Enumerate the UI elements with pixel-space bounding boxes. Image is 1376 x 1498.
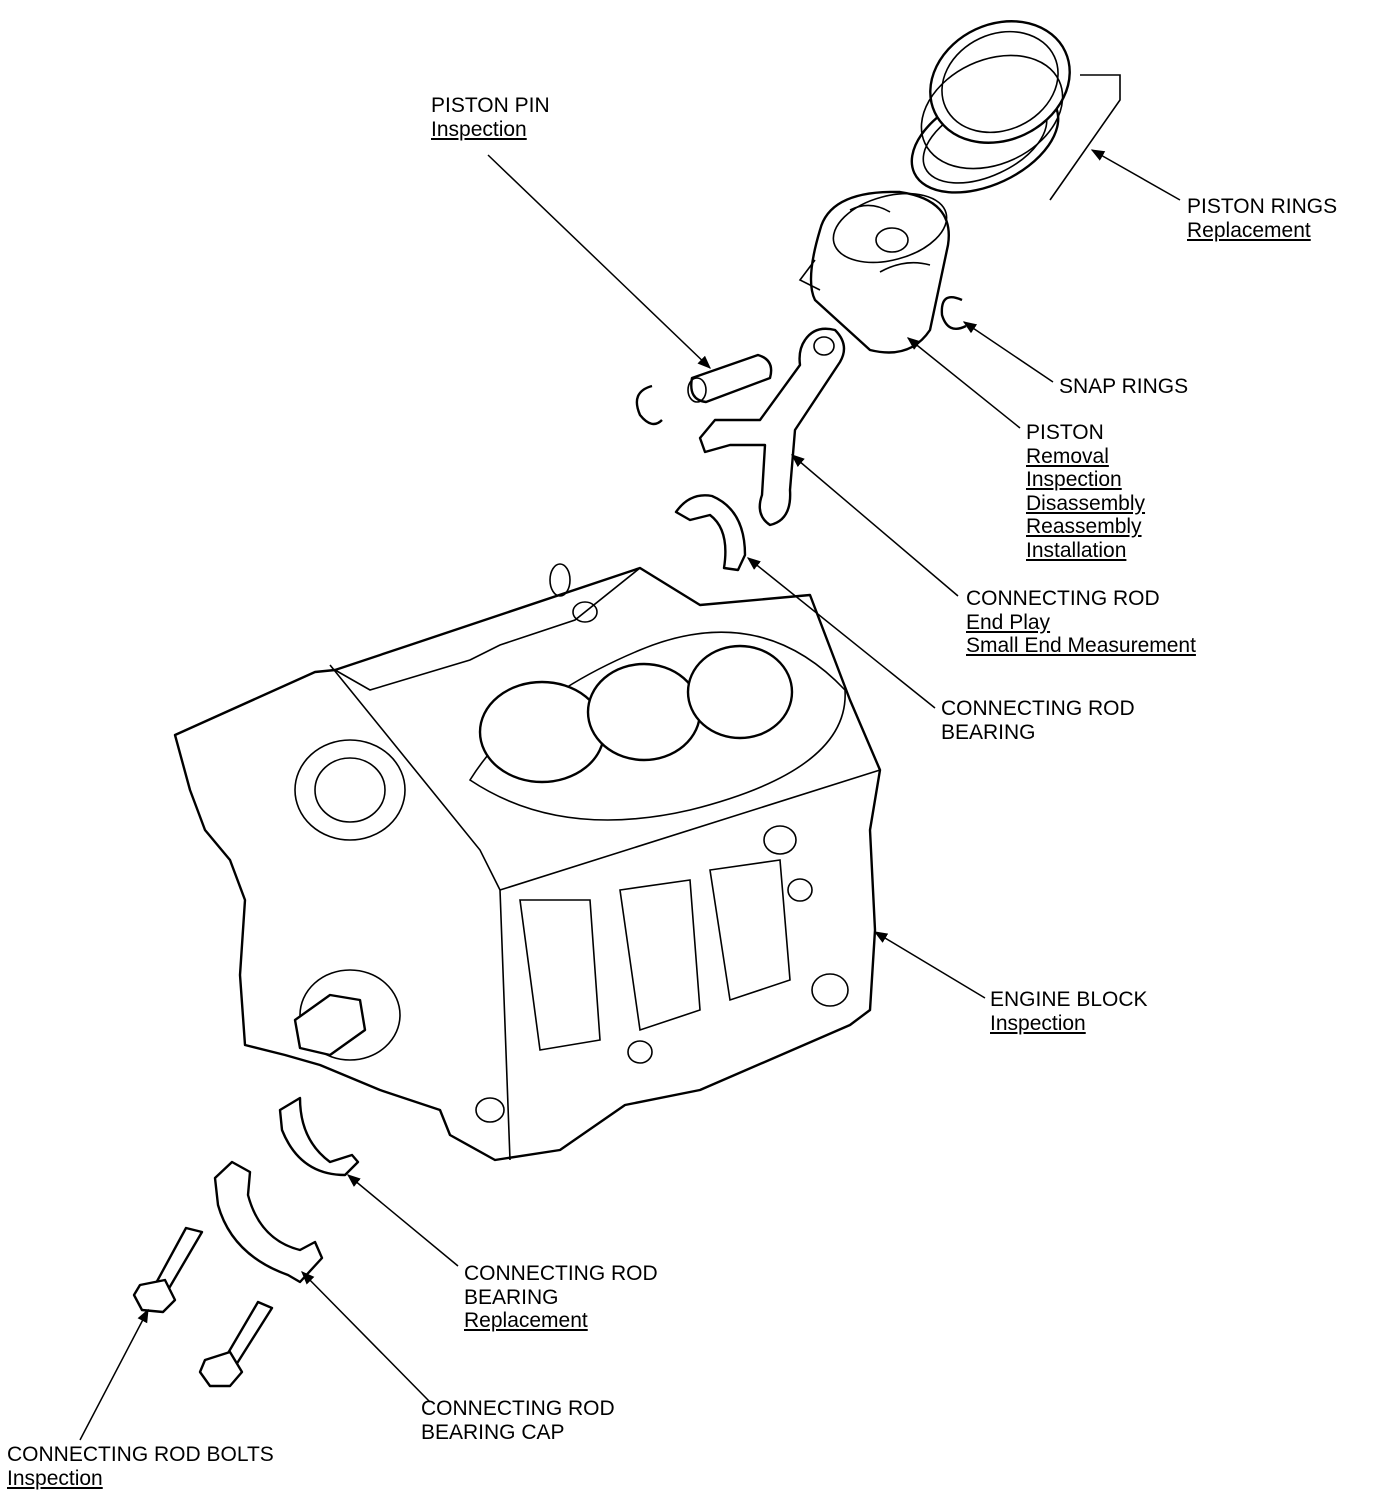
leader-connecting-rod [790,454,959,597]
connecting-rod-end-play-link[interactable]: End Play [966,610,1051,634]
label-piston: PISTON Removal Inspection Disassembly Re… [1026,421,1145,562]
piston-inspection-link[interactable]: Inspection [1026,468,1122,491]
connecting-rod-bearing-upper-title-2: BEARING [941,720,1036,744]
piston-rings-title: PISTON RINGS [1187,195,1338,218]
leader-piston [906,337,1021,429]
leader-piston-rings [1090,149,1181,201]
piston-installation-link[interactable]: Installation [1026,538,1127,562]
piston-pin-title: PISTON PIN [431,94,550,117]
piston-pin-inspection-link[interactable]: Inspection [431,117,527,141]
leader-connecting-rod-bearing-cap [301,1271,431,1403]
label-connecting-rod-bearing-lower: CONNECTING ROD BEARING Replacement [464,1262,658,1333]
connecting-rod-bearing-cap-title-2: BEARING CAP [421,1420,565,1444]
leader-connecting-rod-bearing-lower [346,1174,459,1267]
snap-rings-title: SNAP RINGS [1059,375,1189,398]
connecting-rod-bearing-lower-title-2: BEARING [464,1285,559,1309]
label-piston-pin: PISTON PIN Inspection [431,94,550,141]
engine-block-illustration [173,563,882,1162]
connecting-rod-illustration [698,327,846,527]
piston-title: PISTON [1026,421,1104,444]
leader-piston-pin [487,154,711,369]
engine-block-title: ENGINE BLOCK [990,988,1148,1011]
piston-disassembly-link[interactable]: Disassembly [1026,491,1146,515]
connecting-rod-bolts-title: CONNECTING ROD BOLTS [7,1443,274,1466]
label-piston-rings: PISTON RINGS Replacement [1187,195,1337,242]
snap-ring-left-illustration [635,384,663,426]
label-engine-block: ENGINE BLOCK Inspection [990,988,1148,1035]
connecting-rod-bolt-right-illustration [198,1300,274,1388]
piston-pin-illustration [687,353,773,404]
label-snap-rings: SNAP RINGS [1059,375,1188,399]
label-connecting-rod-bearing-upper: CONNECTING ROD BEARING [941,697,1135,744]
leader-lines [79,149,1181,1441]
piston-reassembly-link[interactable]: Reassembly [1026,515,1142,538]
piston-removal-link[interactable]: Removal [1026,444,1109,468]
leader-connecting-rod-bearing-upper [746,557,936,709]
leader-connecting-rod-bolts [79,1308,149,1441]
connecting-rod-bearing-replacement-link[interactable]: Replacement [464,1309,588,1332]
connecting-rod-bearing-cap-illustration [213,1160,324,1284]
connecting-rod-bearing-upper-title-1: CONNECTING ROD [941,697,1135,720]
connecting-rod-bolt-left-illustration [132,1226,204,1314]
engine-block-inspection-link[interactable]: Inspection [990,1011,1086,1035]
piston-rings-replacement-link[interactable]: Replacement [1187,218,1311,242]
connecting-rod-small-end-link[interactable]: Small End Measurement [966,634,1196,657]
snap-ring-right-illustration [940,295,967,330]
connecting-rod-bearing-cap-title-1: CONNECTING ROD [421,1397,615,1420]
connecting-rod-bolts-inspection-link[interactable]: Inspection [7,1466,103,1490]
connecting-rod-bearing-upper-illustration [674,494,747,572]
connecting-rod-title: CONNECTING ROD [966,587,1160,610]
leader-snap-rings [962,321,1054,383]
label-connecting-rod: CONNECTING ROD End Play Small End Measur… [966,587,1196,658]
label-connecting-rod-bearing-cap: CONNECTING ROD BEARING CAP [421,1397,615,1444]
piston-rings-illustration [910,20,1121,201]
connecting-rod-bearing-lower-title-1: CONNECTING ROD [464,1262,658,1285]
piston-illustration [798,190,950,354]
label-connecting-rod-bolts: CONNECTING ROD BOLTS Inspection [7,1443,274,1490]
leader-engine-block [873,931,986,999]
connecting-rod-bearing-lower-illustration [278,1096,360,1177]
